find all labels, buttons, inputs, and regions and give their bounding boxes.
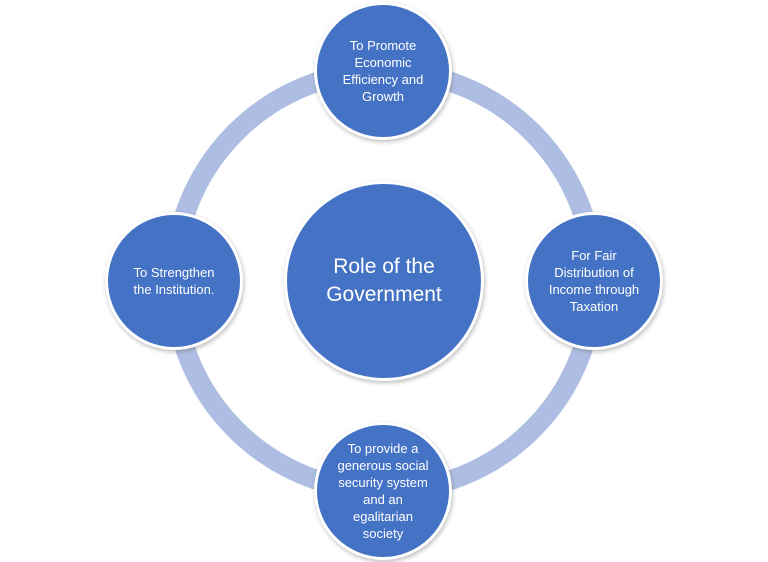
cycle-node-bottom-label: To provide a generous social security sy…: [337, 440, 429, 542]
center-node: Role of the Government: [284, 181, 484, 381]
cycle-node-right-label: For Fair Distribution of Income through …: [548, 247, 640, 315]
cycle-node-top-label: To Promote Economic Efficiency and Growt…: [342, 37, 424, 105]
cycle-node-top: To Promote Economic Efficiency and Growt…: [314, 2, 452, 140]
cycle-node-right: For Fair Distribution of Income through …: [525, 212, 663, 350]
cycle-node-bottom: To provide a generous social security sy…: [314, 422, 452, 560]
cycle-node-left-label: To Strengthen the Institution.: [133, 264, 215, 297]
cycle-node-left: To Strengthen the Institution.: [105, 212, 243, 350]
center-node-label: Role of the Government: [326, 254, 442, 306]
